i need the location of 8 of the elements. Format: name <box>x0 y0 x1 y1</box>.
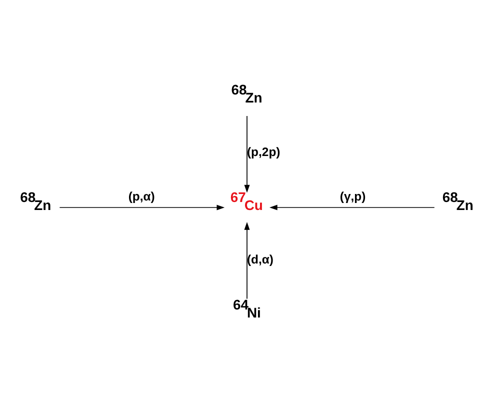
arrow <box>270 204 435 210</box>
edge-label: (γ,p) <box>340 190 366 204</box>
edge-label: (p,2p) <box>247 145 280 160</box>
edge-label: (d,α) <box>247 252 274 267</box>
edge-label: (p,α) <box>128 190 155 204</box>
arrow <box>244 222 250 300</box>
arrow <box>59 204 225 210</box>
arrow <box>244 116 250 193</box>
